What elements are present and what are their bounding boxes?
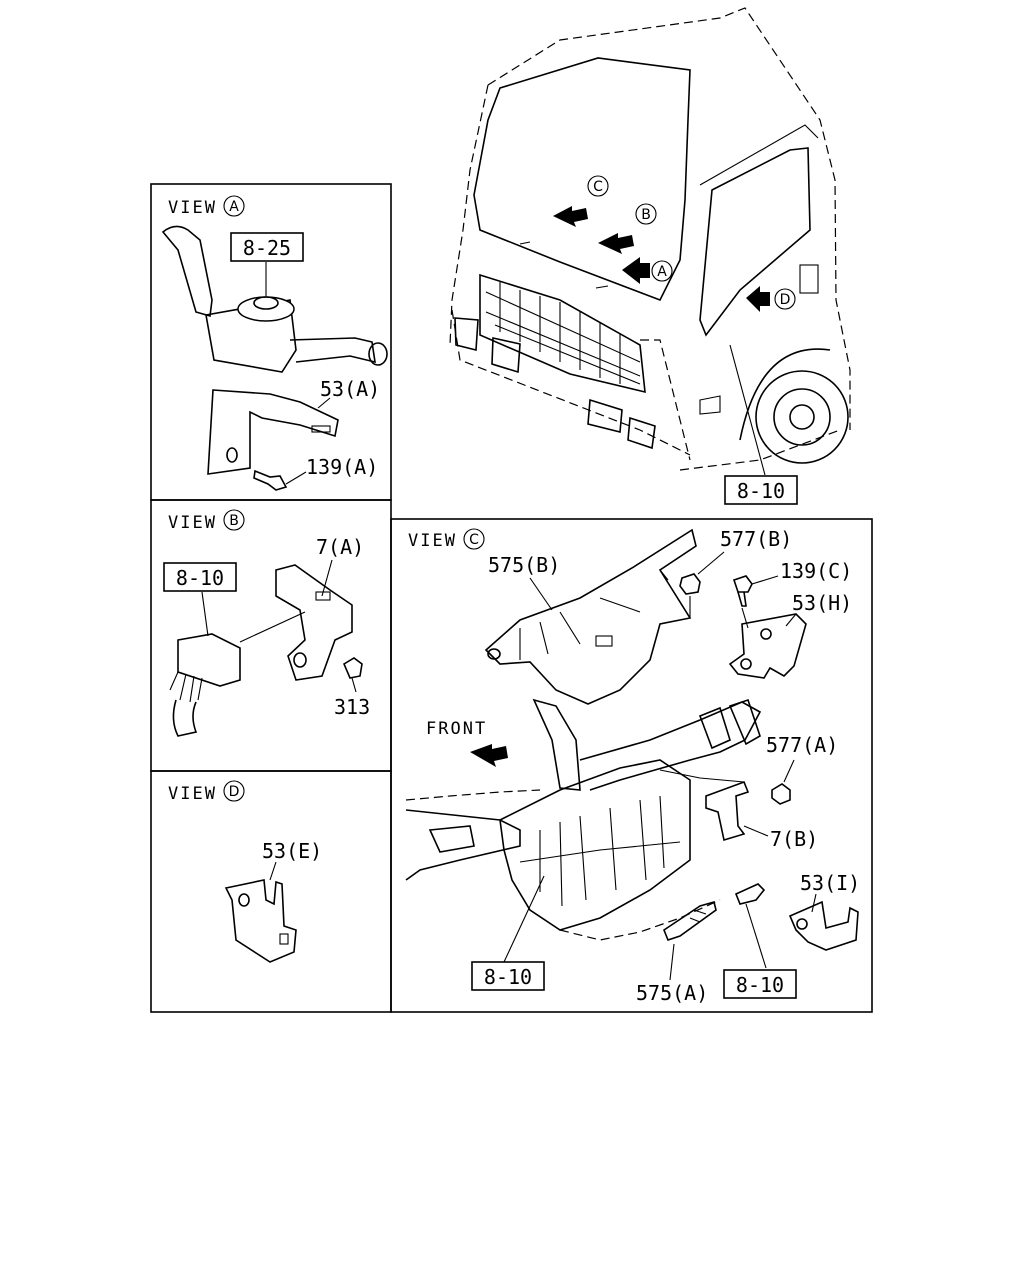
arrow-d-icon [746,286,770,312]
view-a-frame [150,183,392,501]
view-c-139c-label: 139(C) [780,559,852,583]
view-c-7b-label: 7(B) [770,827,818,851]
bracket-53h-icon [728,613,807,679]
view-b: VIEW B 8-10 7(A) 313 [163,509,370,737]
view-c-circle [463,528,485,550]
truck-ref-box [724,475,798,505]
view-c-ref-left-box [471,961,545,991]
view-b-prefix: VIEW [168,513,217,533]
hvac-unit-icon [499,759,691,931]
nut-577b-icon [679,573,701,595]
bracket-53i-icon [788,900,859,951]
view-a-ref-box [230,232,304,262]
view-c-575a-label: 575(A) [636,981,708,1005]
callout-c-circle [587,175,609,197]
callout-d-label: D [780,292,791,308]
view-d: VIEW D 53(E) [168,780,322,963]
steering-column-icon [532,698,581,791]
bracket-575b-icon [484,528,697,705]
front-arrow-icon [470,744,508,767]
bracket-7b-icon [705,780,750,842]
bolt-icon [734,883,766,905]
view-b-ref-box [163,562,237,592]
view-a-bolt-label: 139(A) [306,455,378,479]
view-c: VIEW C 575(B) 577(B) 139(C) 53(H) FRONT [405,527,860,1005]
wheel-icon [755,370,849,464]
callout-b-label: B [641,207,651,223]
view-d-bracket-label: 53(E) [262,839,322,863]
callout-a-circle [651,260,673,282]
view-b-ref-label: 8-10 [176,566,224,590]
bracket-53e-icon [224,879,297,963]
view-a-ref-label: 8-25 [243,236,291,260]
view-a-circle [223,195,245,217]
view-a-prefix: VIEW [168,198,217,218]
view-a: VIEW A 8-25 53(A) 139(A) [161,195,388,491]
truck-ref-label: 8-10 [737,479,785,503]
screw-313-icon [342,657,363,679]
view-c-frame [390,518,873,1013]
bolt-139c-icon [732,575,753,593]
truck-cab-illustration: C B A D 8-10 [449,7,851,505]
front-label: FRONT [426,719,487,739]
bracket-575a-icon [663,901,717,941]
callout-d-circle [774,288,796,310]
view-c-577a-label: 577(A) [766,733,838,757]
view-c-53i-label: 53(I) [800,871,860,895]
callout-b-circle [635,203,657,225]
view-d-circle [223,780,245,802]
view-b-bracket-label: 7(A) [316,535,364,559]
bracket-7a-icon [275,564,353,681]
view-d-letter: D [229,784,240,800]
view-c-ref-right-box [723,969,797,999]
view-c-ref-right-label: 8-10 [736,973,784,997]
nut-577a-icon [771,783,791,805]
view-b-letter: B [229,513,239,529]
view-c-letter: C [469,532,479,548]
callout-c-label: C [593,179,603,195]
view-c-53h-label: 53(H) [792,591,852,615]
view-a-letter: A [229,199,239,215]
view-c-ref-left-label: 8-10 [484,965,532,989]
arrow-a-icon [622,257,650,284]
arrow-b-icon [598,233,634,254]
view-c-575b-label: 575(B) [488,553,560,577]
view-c-prefix: VIEW [408,531,457,551]
view-c-577b-label: 577(B) [720,527,792,551]
view-d-prefix: VIEW [168,784,217,804]
panel-frames [150,183,873,1013]
switch-lever-icon [161,225,213,318]
bolt-139a-icon [253,469,288,491]
callout-a-label: A [657,264,667,280]
bracket-53a-icon [207,389,339,475]
view-b-screw-label: 313 [334,695,370,719]
view-b-circle [223,509,245,531]
connector-icon [177,633,241,687]
view-d-frame [150,770,392,1013]
arrow-c-icon [553,206,588,227]
view-a-bracket-label: 53(A) [320,377,380,401]
